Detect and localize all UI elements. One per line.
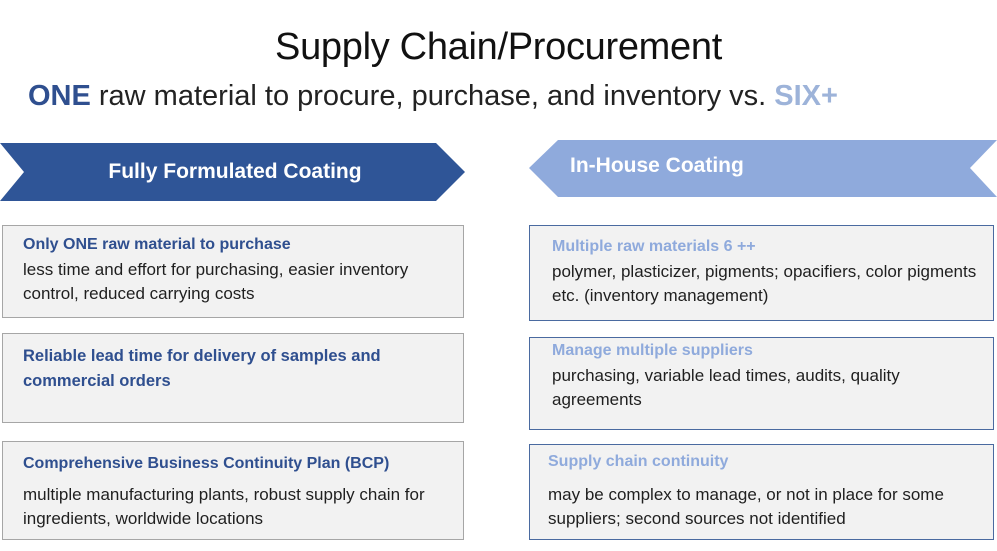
left-card-bcp: Comprehensive Business Continuity Plan (… <box>2 441 464 540</box>
right-card-multiple-suppliers: Manage multiple suppliers purchasing, va… <box>529 337 994 430</box>
subtitle-one: ONE <box>28 80 91 112</box>
card-body: may be complex to manage, or not in plac… <box>548 485 944 528</box>
card-heading: Manage multiple suppliers <box>552 342 753 359</box>
card-heading: Reliable lead time for delivery of sampl… <box>23 347 381 390</box>
banner-right-arrow-shape <box>529 140 997 197</box>
fully-formulated-banner: Fully Formulated Coating <box>0 143 465 201</box>
card-heading: Comprehensive Business Continuity Plan (… <box>23 455 390 472</box>
card-heading: Only ONE raw material to purchase <box>23 236 291 253</box>
card-body: purchasing, variable lead times, audits,… <box>552 366 900 409</box>
card-body: polymer, plasticizer, pigments; opacifie… <box>552 262 977 305</box>
banner-left-arrow-shape <box>0 143 465 201</box>
card-body: less time and effort for purchasing, eas… <box>23 260 409 303</box>
card-heading: Multiple raw materials 6 ++ <box>552 238 756 255</box>
in-house-banner: In-House Coating <box>529 140 997 197</box>
fully-formulated-label: Fully Formulated Coating <box>108 160 362 183</box>
right-card-multiple-raw-materials: Multiple raw materials 6 ++ polymer, pla… <box>529 225 994 321</box>
subtitle-six: SIX+ <box>774 80 838 112</box>
left-card-reliable-lead-time: Reliable lead time for delivery of sampl… <box>2 333 464 423</box>
page-subtitle: ONE raw material to procure, purchase, a… <box>28 80 988 113</box>
subtitle-text: raw material to procure, purchase, and i… <box>90 80 775 112</box>
card-body: multiple manufacturing plants, robust su… <box>23 485 425 528</box>
page-title: Supply Chain/Procurement <box>275 26 722 68</box>
right-card-supply-chain-continuity: Supply chain continuity may be complex t… <box>529 444 994 540</box>
card-heading: Supply chain continuity <box>548 453 729 470</box>
in-house-label: In-House Coating <box>570 153 744 177</box>
left-card-one-raw-material: Only ONE raw material to purchase less t… <box>2 225 464 318</box>
